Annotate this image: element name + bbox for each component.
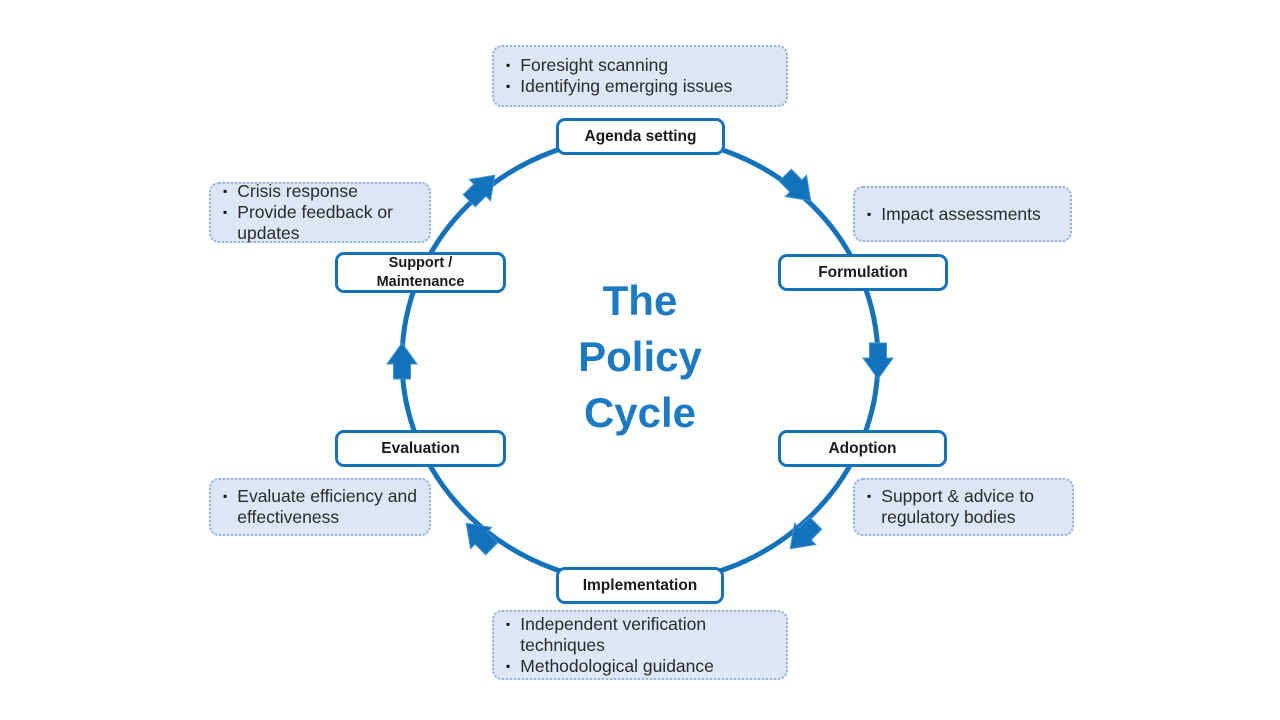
stage-label-text: Agenda setting <box>584 127 697 145</box>
note-item: ▪ Crisis response <box>223 181 358 201</box>
title-line-3: Cycle <box>583 389 697 436</box>
arrow-support-to-agenda-icon <box>462 174 496 208</box>
note-implementation: ▪ Independent verification techniques ▪ … <box>492 610 788 680</box>
square-bullet-icon: ▪ <box>223 184 228 198</box>
arrow-implementation-to-evaluation-icon <box>465 522 499 556</box>
title-line-1: The <box>602 277 678 324</box>
title-line-2: Policy <box>578 333 702 380</box>
note-adoption: ▪ Support & advice to regulatory bodies <box>853 478 1074 536</box>
note-agenda-setting: ▪ Foresight scanning ▪ Identifying emerg… <box>492 45 788 107</box>
square-bullet-icon: ▪ <box>867 489 872 503</box>
stage-label-text-line1: Support / <box>388 254 453 271</box>
arrow-agenda-to-formulation-icon <box>778 168 812 202</box>
note-item: ▪ Methodological guidance <box>506 655 714 676</box>
arrow-evaluation-to-support-icon <box>386 342 418 380</box>
stage-label-evaluation: Evaluation <box>335 430 506 467</box>
stage-label-formulation: Formulation <box>778 254 948 291</box>
note-support-maintenance: ▪ Crisis response ▪ Provide feedback or … <box>209 181 431 243</box>
note-formulation: ▪ Impact assessments <box>853 186 1072 242</box>
stage-label-adoption: Adoption <box>778 430 947 467</box>
stage-label-text: Adoption <box>828 439 897 457</box>
note-evaluation: ▪ Evaluate efficiency and effectiveness <box>209 478 431 536</box>
note-item: ▪ Foresight scanning <box>506 55 669 75</box>
stage-label-text-line2: Maintenance <box>376 273 465 290</box>
square-bullet-icon: ▪ <box>506 58 511 72</box>
arrow-adoption-to-implementation-icon <box>789 516 823 550</box>
stage-label-support-maintenance: Support / Maintenance <box>335 252 506 293</box>
stage-label-text: Implementation <box>582 576 698 594</box>
diagram-title: The Policy Cycle <box>0 273 1280 441</box>
note-item: ▪ Provide feedback or updates <box>223 202 393 243</box>
stage-label-text: Formulation <box>818 263 908 281</box>
note-item: ▪ Impact assessments <box>867 203 1041 224</box>
square-bullet-icon: ▪ <box>506 658 511 673</box>
square-bullet-icon: ▪ <box>223 489 228 503</box>
note-item: ▪ Independent verification techniques <box>506 613 707 655</box>
stage-label-agenda-setting: Agenda setting <box>556 118 725 155</box>
stage-label-implementation: Implementation <box>556 567 724 604</box>
note-item: ▪ Support & advice to regulatory bodies <box>867 486 1034 527</box>
note-item: ▪ Evaluate efficiency and effectiveness <box>223 486 417 527</box>
square-bullet-icon: ▪ <box>506 79 511 93</box>
square-bullet-icon: ▪ <box>223 205 228 219</box>
arrow-formulation-to-adoption-icon <box>862 342 894 380</box>
square-bullet-icon: ▪ <box>867 206 872 221</box>
note-item: ▪ Identifying emerging issues <box>506 76 733 96</box>
stage-label-text: Evaluation <box>381 439 460 457</box>
square-bullet-icon: ▪ <box>506 616 511 631</box>
